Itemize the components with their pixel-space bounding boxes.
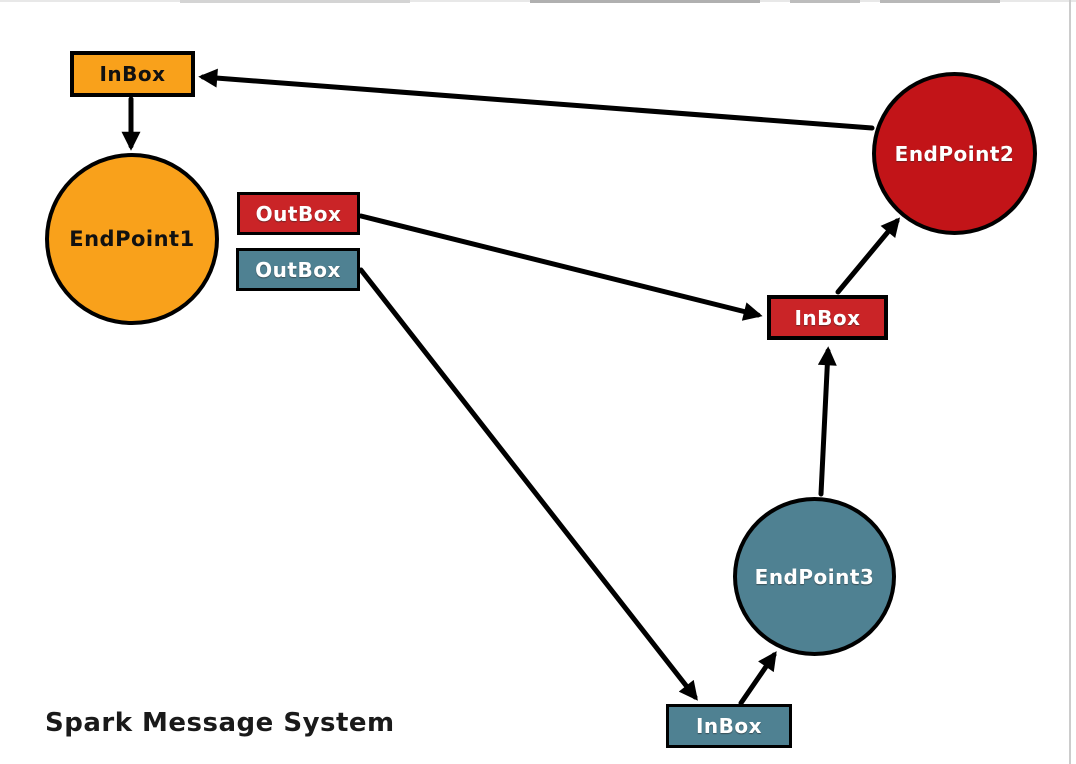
- endpoint3-label: EndPoint3: [754, 564, 875, 589]
- edge-endpoint3-to-inbox2: [817, 346, 837, 497]
- edge-outboxteal-to-inbox3: [358, 267, 698, 701]
- inbox-endpoint3-label: InBox: [695, 714, 763, 738]
- inbox-endpoint2-label: InBox: [794, 305, 861, 330]
- edge-inbox2-to-endpoint2: [835, 217, 901, 295]
- inbox-endpoint1: InBox: [70, 51, 195, 97]
- inbox-endpoint3: InBox: [666, 704, 792, 748]
- endpoint3-circle: EndPoint3: [733, 497, 896, 656]
- diagram-title: Spark Message System: [45, 708, 395, 738]
- outbox-endpoint3-label: OutBox: [255, 257, 341, 282]
- outbox-endpoint2-label: OutBox: [255, 201, 342, 226]
- edge-inbox3-to-endpoint3: [738, 651, 777, 706]
- endpoint2-circle: EndPoint2: [872, 72, 1037, 235]
- edge-endpoint2-to-inbox1: [198, 68, 875, 131]
- endpoint1-circle: EndPoint1: [45, 153, 219, 325]
- endpoint2-label: EndPoint2: [894, 141, 1015, 166]
- endpoint1-label: EndPoint1: [69, 227, 195, 251]
- inbox-endpoint1-label: InBox: [99, 62, 166, 86]
- outbox-endpoint2: OutBox: [237, 192, 360, 235]
- inbox-endpoint2: InBox: [767, 295, 888, 340]
- edge-outboxred-to-inbox2: [358, 213, 763, 321]
- outbox-endpoint3: OutBox: [236, 248, 360, 291]
